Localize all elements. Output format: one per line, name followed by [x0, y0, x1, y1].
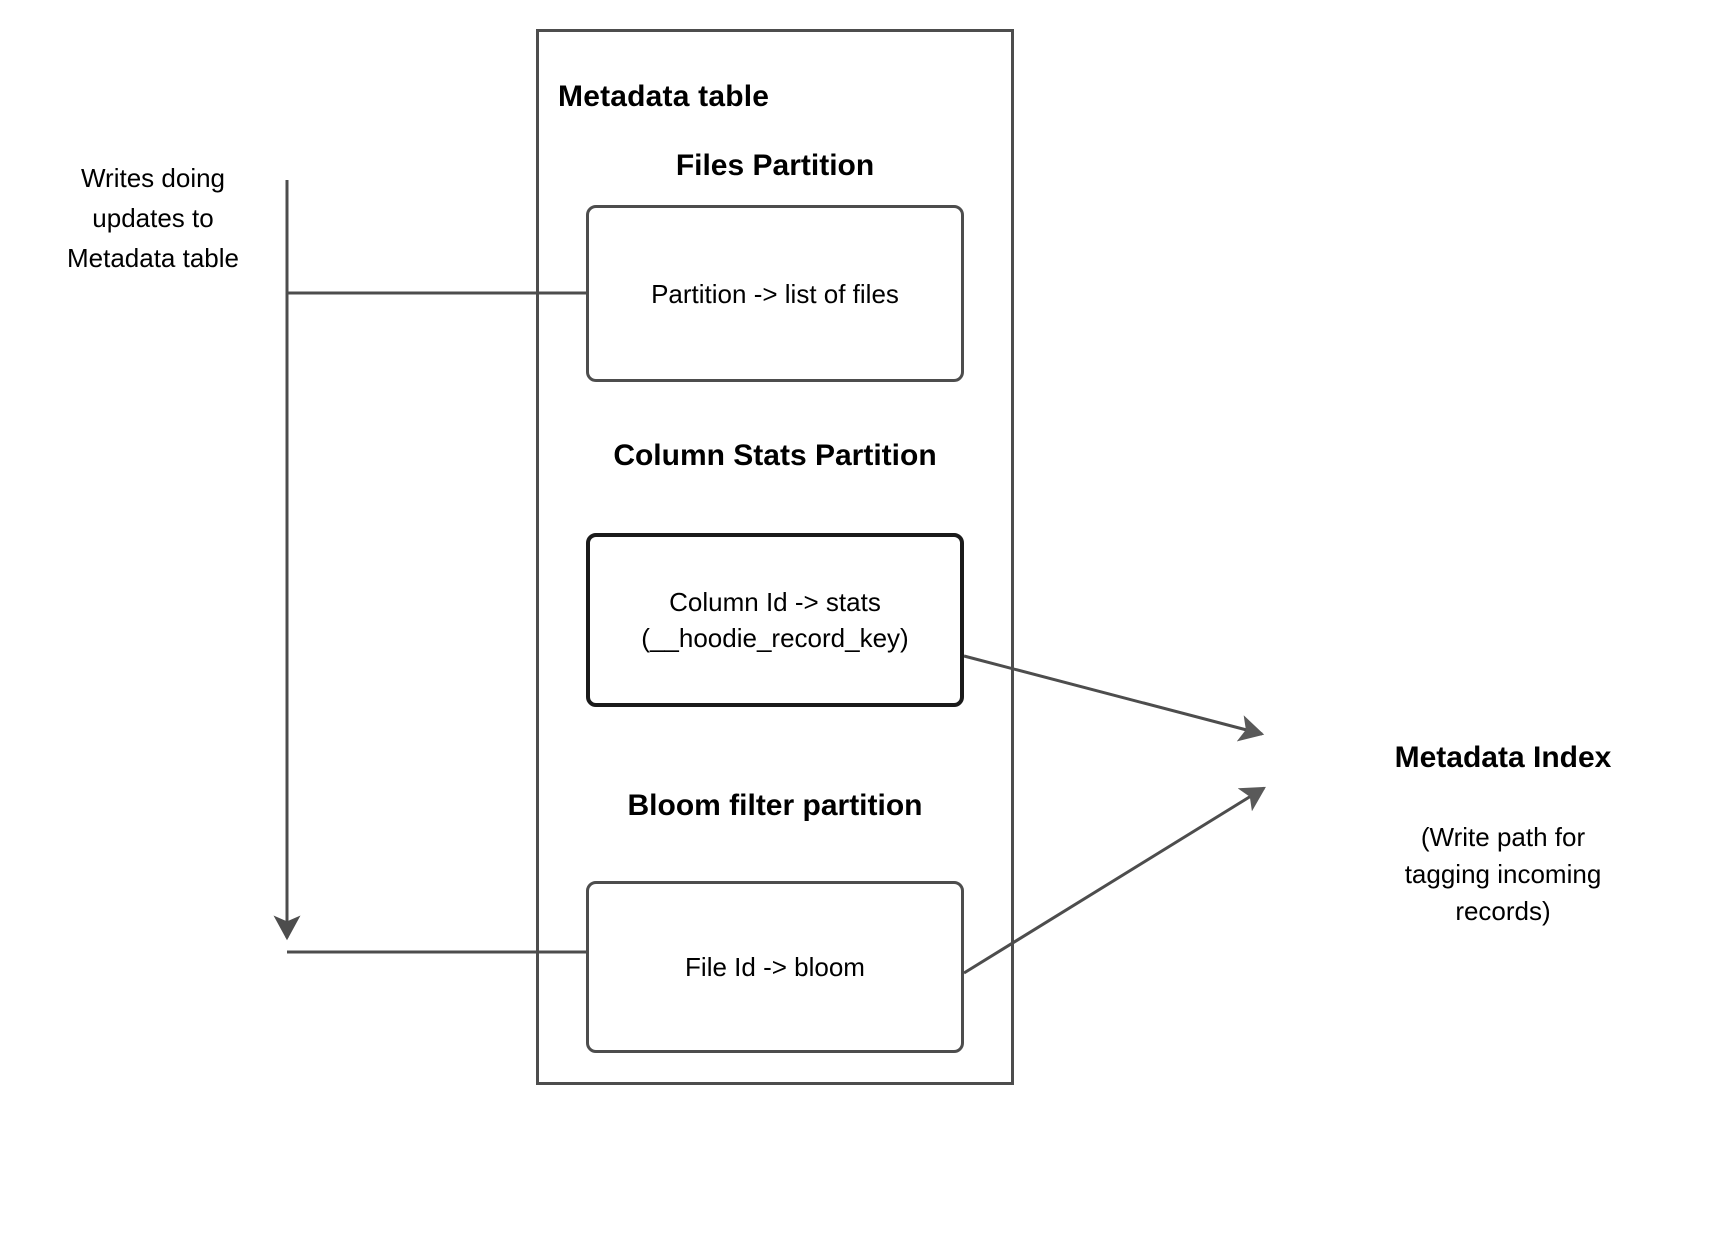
metadata-index-note: (Write path for tagging incoming records… — [1404, 822, 1602, 926]
column-stats-partition-heading: Column Stats Partition — [613, 439, 937, 472]
metadata-index-title: Metadata Index — [1394, 741, 1612, 774]
bloom-filter-partition-box: File Id -> bloom — [586, 881, 964, 1053]
column-stats-partition-box: Column Id -> stats (__hoodie_record_key) — [586, 533, 964, 707]
writes-annotation-label: Writes doing updates to Metadata table — [66, 163, 239, 273]
files-partition-box: Partition -> list of files — [586, 205, 964, 382]
metadata-table-container — [536, 29, 1014, 1085]
metadata-table-title: Metadata table — [558, 80, 770, 113]
bloom-filter-partition-heading: Bloom filter partition — [627, 789, 923, 822]
files-partition-heading: Files Partition — [675, 149, 875, 182]
